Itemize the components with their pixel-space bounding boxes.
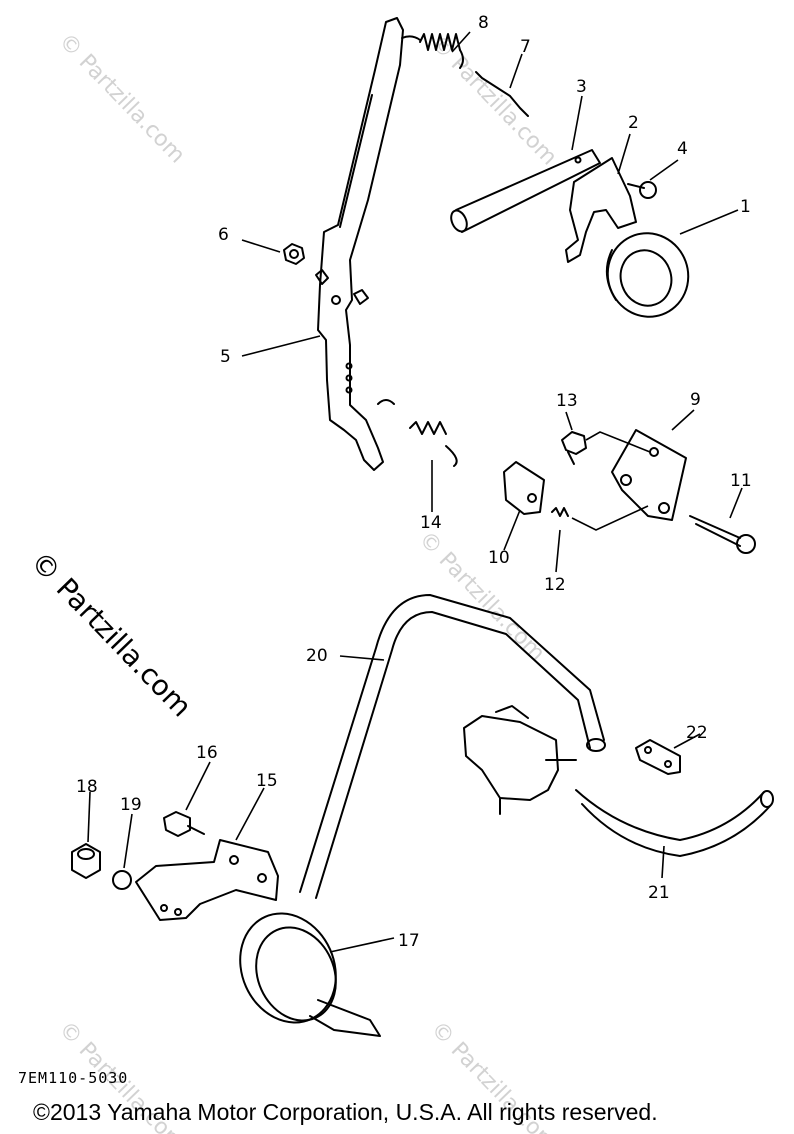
callout-7: 7 [520, 37, 531, 57]
callout-3: 3 [576, 77, 587, 97]
part-12-screw [551, 505, 649, 531]
part-21-hose [575, 789, 774, 857]
callout-2: 2 [628, 113, 639, 133]
callout-19: 19 [120, 795, 142, 815]
callout-14: 14 [420, 513, 442, 533]
part-19-washer [112, 870, 132, 890]
part-5-lever [315, 17, 404, 471]
diagram-code: 7EM110-5030 [18, 1069, 129, 1087]
part-1-pulley [605, 232, 690, 318]
callout-12: 12 [544, 575, 566, 595]
callout-10: 10 [488, 548, 510, 568]
callout-9: 9 [690, 390, 701, 410]
callout-8: 8 [478, 13, 489, 33]
svg-text:© Partzilla.com: © Partzilla.com [426, 31, 562, 170]
part-7-clip [475, 71, 529, 117]
callout-4: 4 [677, 139, 688, 159]
part-10-clamp [503, 461, 545, 515]
callout-6: 6 [218, 225, 229, 245]
callout-17: 17 [398, 931, 420, 951]
part-22-plate [635, 739, 681, 775]
part-15-bracket [135, 839, 279, 921]
part-18-nut [71, 843, 101, 879]
part-4-bolt [627, 181, 657, 199]
watermark-pattern: © Partzilla.com © Partzilla.com © Partzi… [54, 29, 562, 1134]
solenoid-valve [463, 705, 577, 815]
callout-11: 11 [730, 471, 752, 491]
part-17-diaphragm [239, 912, 381, 1037]
callout-22: 22 [686, 723, 708, 743]
leader-lines [87, 31, 743, 953]
part-13-bolt [561, 431, 651, 465]
part-2-bracket [565, 157, 637, 263]
callout-labels: 1 2 3 4 5 6 7 8 9 10 11 12 13 14 15 16 1… [76, 13, 752, 951]
callout-18: 18 [76, 777, 98, 797]
part-14-spring [377, 399, 458, 467]
callout-13: 13 [556, 391, 578, 411]
callout-20: 20 [306, 646, 328, 666]
part-3-rod [450, 149, 601, 233]
callout-5: 5 [220, 347, 231, 367]
copyright-notice: ©2013 Yamaha Motor Corporation, U.S.A. A… [33, 1099, 658, 1125]
part-8-spring [401, 33, 464, 69]
part-9-bracket [611, 429, 687, 521]
callout-21: 21 [648, 883, 670, 903]
part-20-hose [299, 594, 606, 899]
part-16-bolt [163, 811, 205, 837]
callout-16: 16 [196, 743, 218, 763]
callout-1: 1 [740, 197, 751, 217]
part-11-bolt [689, 515, 756, 554]
part-6-nut [283, 243, 305, 265]
svg-text:© Partzilla.com: © Partzilla.com [54, 29, 190, 168]
callout-15: 15 [256, 771, 278, 791]
